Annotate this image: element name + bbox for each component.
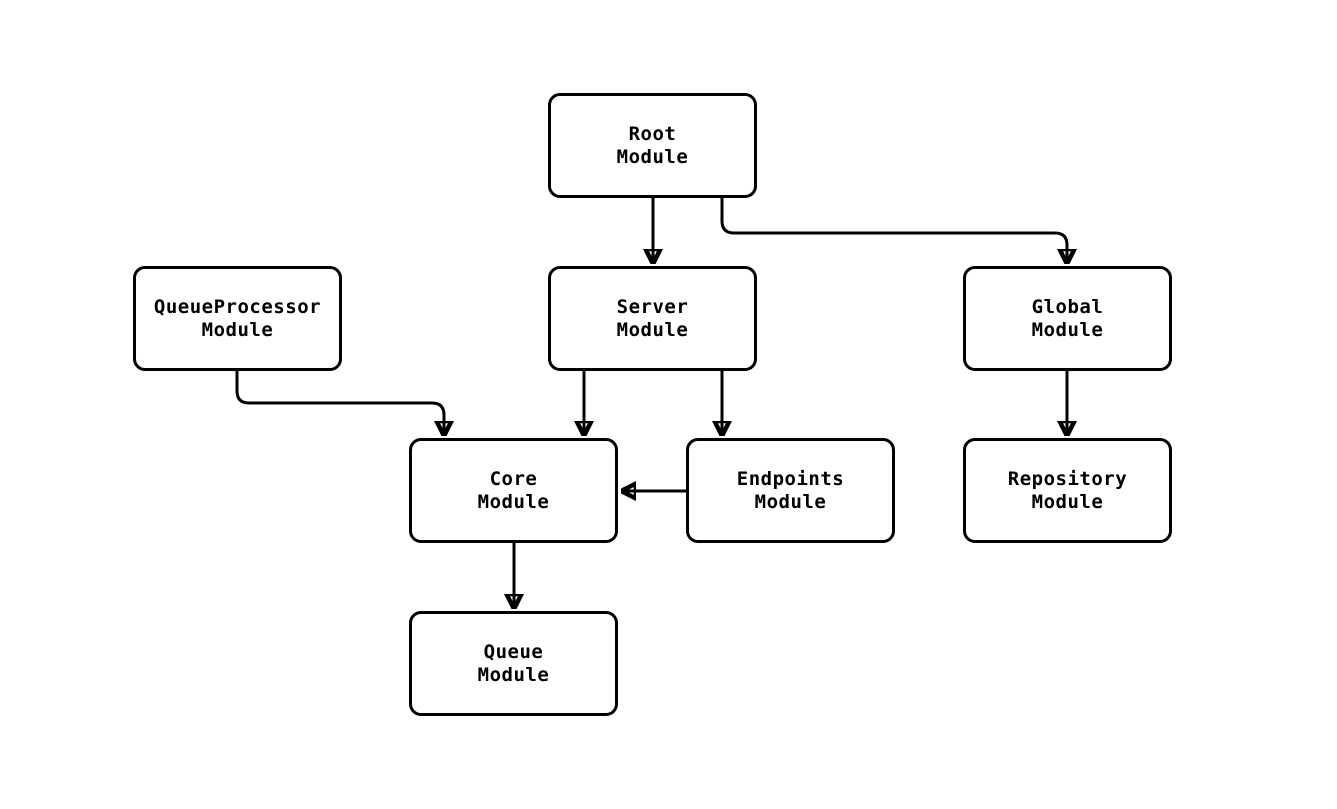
node-server-module-label-line1: Server bbox=[616, 295, 689, 318]
node-repository-module: Repository Module bbox=[963, 438, 1172, 543]
node-endpoints-module: Endpoints Module bbox=[686, 438, 895, 543]
node-endpoints-module-label-line2: Module bbox=[754, 490, 827, 513]
node-queueprocessor-module-label-line2: Module bbox=[201, 318, 274, 341]
node-root-module-label-line1: Root bbox=[628, 122, 677, 145]
node-queue-module-label-line2: Module bbox=[477, 663, 550, 686]
node-queue-module-label-line1: Queue bbox=[483, 640, 544, 663]
node-root-module: Root Module bbox=[548, 93, 757, 198]
node-core-module: Core Module bbox=[409, 438, 618, 543]
node-server-module-label-line2: Module bbox=[616, 318, 689, 341]
edge-root-to-global bbox=[720, 198, 1067, 264]
node-server-module: Server Module bbox=[548, 266, 757, 371]
node-repository-module-label-line2: Module bbox=[1031, 490, 1104, 513]
node-endpoints-module-label-line1: Endpoints bbox=[736, 467, 845, 490]
node-core-module-label-line2: Module bbox=[477, 490, 550, 513]
edge-queueprocessor-to-core bbox=[235, 371, 444, 436]
node-queue-module: Queue Module bbox=[409, 611, 618, 716]
node-global-module: Global Module bbox=[963, 266, 1172, 371]
node-global-module-label-line1: Global bbox=[1031, 295, 1104, 318]
node-root-module-label-line2: Module bbox=[616, 145, 689, 168]
node-global-module-label-line2: Module bbox=[1031, 318, 1104, 341]
node-repository-module-label-line1: Repository bbox=[1007, 467, 1128, 490]
node-core-module-label-line1: Core bbox=[489, 467, 538, 490]
node-queueprocessor-module: QueueProcessor Module bbox=[133, 266, 342, 371]
node-queueprocessor-module-label-line1: QueueProcessor bbox=[153, 295, 322, 318]
